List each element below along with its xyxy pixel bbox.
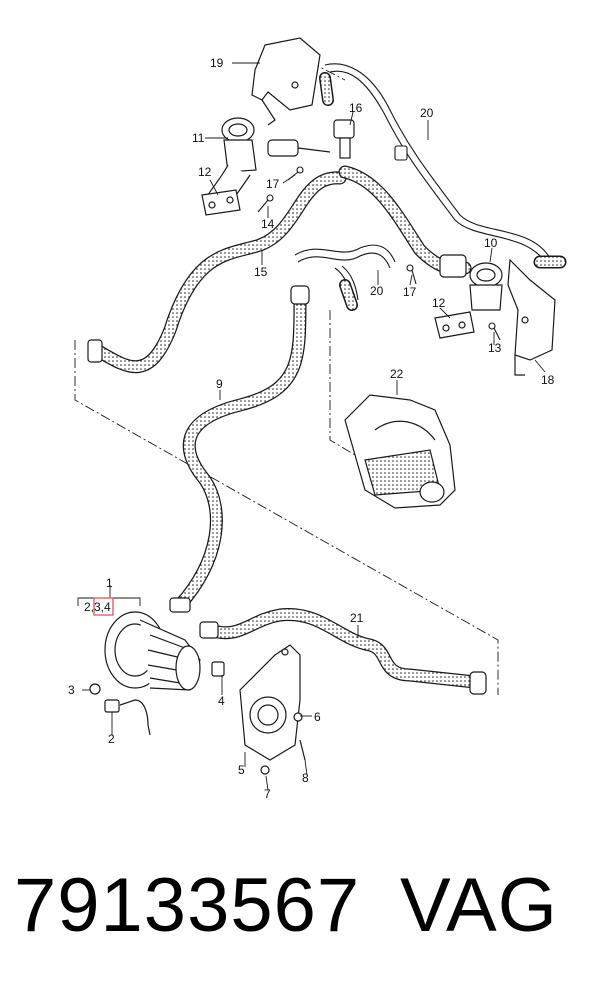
hose-9 [173, 285, 310, 612]
callout-20b: 20 [370, 284, 384, 298]
callout-14: 14 [261, 217, 275, 231]
callout-labels: 1 2,3,4 2 3 4 5 6 7 8 9 10 11 12 12 13 1… [68, 56, 555, 801]
exploded-parts-diagram: 1 2,3,4 2 3 4 5 6 7 8 9 10 11 12 12 13 1… [68, 37, 567, 801]
secondary-air-pump-1 [104, 597, 219, 691]
bolts [257, 166, 501, 341]
pipe-20 [294, 63, 551, 301]
gasket-12-upper [201, 189, 241, 216]
hose-21 [203, 607, 487, 695]
callout-16: 16 [349, 101, 363, 115]
callout-18: 18 [541, 373, 555, 387]
valve-11 [204, 117, 331, 213]
callout-15: 15 [254, 265, 268, 279]
callout-7: 7 [264, 787, 271, 801]
sensor-16 [333, 119, 355, 159]
callout-20a: 20 [420, 106, 434, 120]
callout-1: 1 [106, 576, 113, 590]
part-number: 79133567 [14, 863, 361, 948]
callout-12b: 12 [432, 296, 446, 310]
callout-6: 6 [314, 710, 321, 724]
callout-12a: 12 [198, 165, 212, 179]
callout-21: 21 [350, 611, 364, 625]
pipe-20-end-caps [319, 72, 567, 311]
callout-11: 11 [192, 131, 205, 145]
callout-5: 5 [238, 763, 245, 777]
callout-9: 9 [216, 377, 223, 391]
callout-2-3-4: 2,3,4 [84, 600, 111, 614]
callout-10: 10 [484, 236, 498, 250]
bracket-5 [239, 644, 306, 775]
callout-17b: 17 [403, 285, 417, 299]
callout-17a: 17 [266, 177, 280, 191]
bracket-18 [507, 258, 556, 376]
callout-8: 8 [302, 771, 309, 785]
small-parts-2-3-4 [89, 661, 225, 736]
bracket-19 [251, 37, 321, 126]
cover-22 [344, 394, 456, 509]
callout-22: 22 [390, 367, 404, 381]
highlight-box [93, 597, 114, 616]
callout-13: 13 [488, 341, 502, 355]
callout-3: 3 [68, 683, 75, 697]
callout-19: 19 [210, 56, 224, 70]
callout-4: 4 [218, 694, 225, 708]
hose-15 [87, 171, 347, 374]
callout-2: 2 [108, 732, 115, 746]
brand-name: VAG [400, 863, 558, 948]
callout-lines [77, 62, 546, 791]
valve-10 [434, 254, 503, 339]
